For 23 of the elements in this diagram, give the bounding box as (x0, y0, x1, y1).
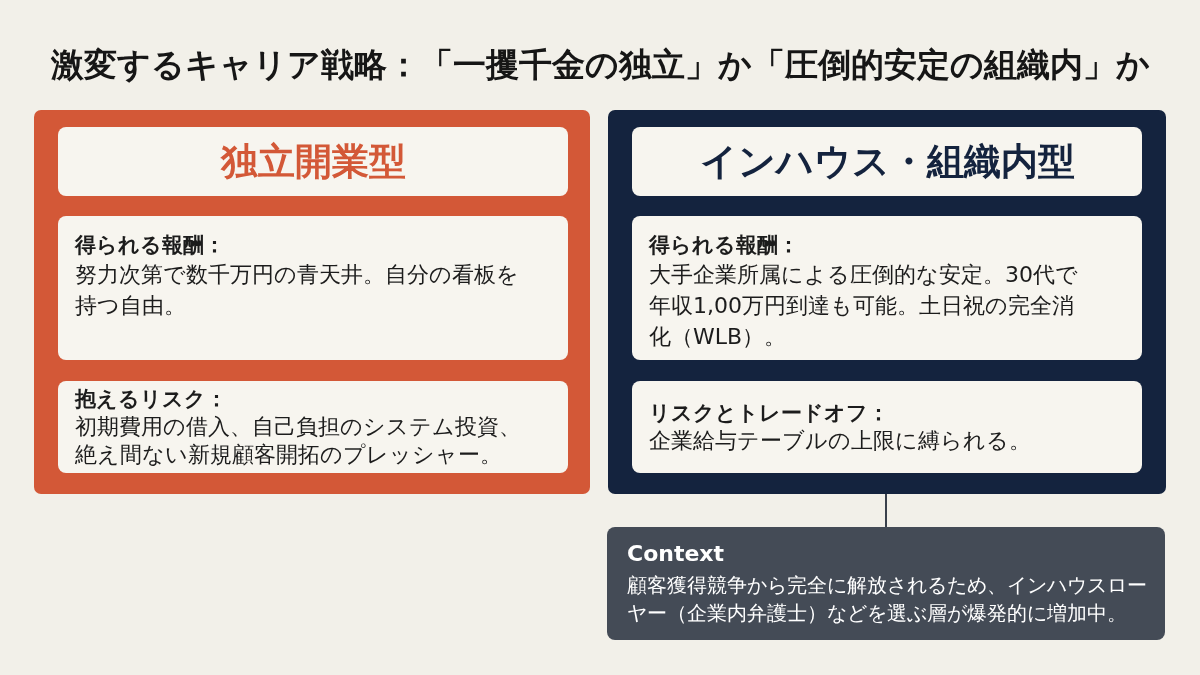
section-text: 大手企業所属による圧倒的な安定。30代で年収1,00万円到達も可能。土日祝の完全消化（WLB）。 (649, 261, 1079, 351)
info-card (58, 381, 568, 473)
category-panel (608, 110, 1166, 494)
section-text: 努力次第で数千万円の青天井。自分の看板を持つ自由。 (75, 261, 520, 320)
info-card (632, 216, 1142, 360)
section-text: 企業給与テーブルの上限に縛られる。 (649, 426, 1032, 455)
context-card (607, 527, 1165, 640)
panel-heading: 独立開業型 (220, 138, 406, 185)
title: 激変するキャリア戦略：「一攫千金の独立」か「圧倒的安定の組織内」か (49, 44, 1151, 86)
info-card (632, 381, 1142, 473)
panel-heading: インハウス・組織内型 (699, 138, 1075, 185)
category-panel (34, 110, 590, 494)
heading-card (632, 127, 1142, 196)
heading-card (58, 127, 568, 196)
section-heading: リスクとトレードオフ： (649, 399, 889, 427)
connector-line (885, 493, 887, 528)
section-text: 初期費用の借入、自己負担のシステム投資、絶え間ない新規顧客開拓のプレッシャー。 (75, 412, 522, 469)
context-heading: Context (627, 540, 725, 568)
section-heading: 抱えるリスク： (75, 385, 227, 413)
info-card (58, 216, 568, 360)
section-heading: 得られる報酬： (75, 232, 225, 259)
section-heading: 得られる報酬： (649, 232, 799, 259)
context-text: 顧客獲得競争から完全に解放されるため、インハウスローヤー（企業内弁護士）などを選ぶ層が爆発的に増加中。 (627, 573, 1147, 627)
